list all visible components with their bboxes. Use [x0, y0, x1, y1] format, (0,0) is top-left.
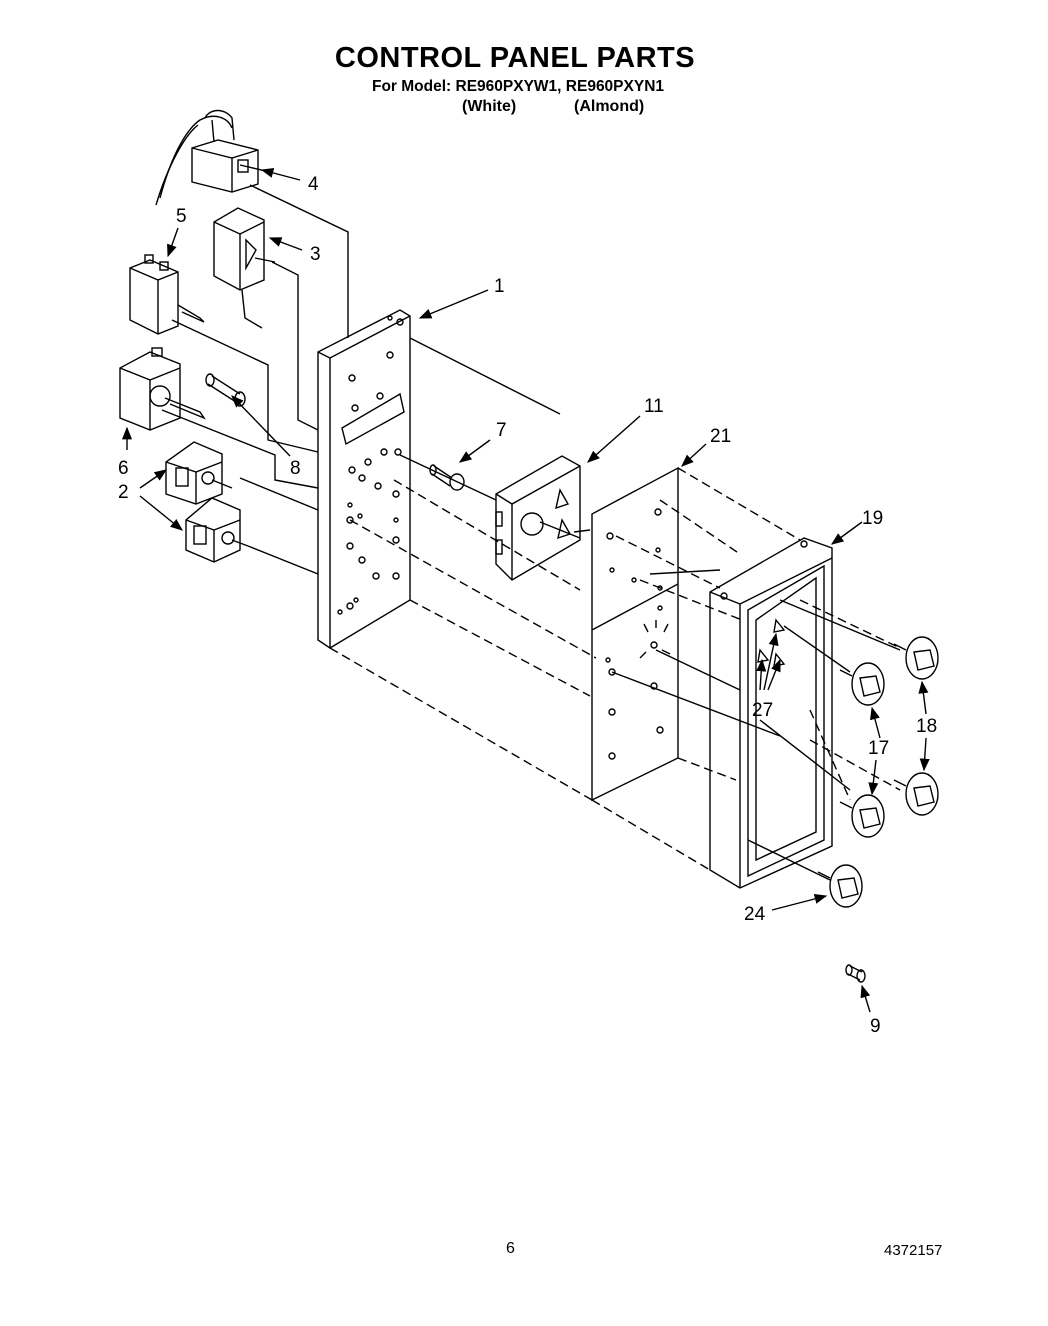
- callout-5: 5: [176, 206, 187, 227]
- callout-leaders: [121, 168, 930, 1013]
- page-number: 6: [506, 1240, 515, 1257]
- part-24-knob: [817, 864, 863, 908]
- callout-1: 1: [494, 276, 505, 297]
- part-1-control-panel: [317, 309, 411, 649]
- part-21-panel-overlay: [591, 466, 679, 802]
- callout-2: 2: [118, 482, 129, 503]
- page-title: CONTROL PANEL PARTS: [334, 42, 696, 74]
- callout-24: 24: [744, 904, 766, 925]
- callout-3: 3: [310, 244, 321, 265]
- callout-27: 27: [752, 700, 773, 721]
- part-17-knobs: [839, 662, 885, 838]
- part-4-switch: [191, 109, 271, 193]
- part-7-push-button: [429, 464, 465, 491]
- callout-21: 21: [710, 426, 731, 447]
- model-line: For Model: RE960PXYW1, RE960PXYN1: [372, 78, 665, 95]
- part-2-selector-switches: [165, 441, 249, 563]
- callout-8: 8: [290, 458, 301, 479]
- alignment-lines: [239, 337, 901, 881]
- callout-4: 4: [308, 174, 319, 195]
- dashed-alignment-lines: [329, 467, 901, 871]
- part-18-knobs: [893, 636, 939, 816]
- part-3-switch: [213, 207, 276, 291]
- part-19-frame: [709, 537, 833, 889]
- callout-19: 19: [862, 508, 883, 529]
- variant-white: (White): [462, 98, 517, 115]
- part-11-switch-module: [495, 455, 581, 581]
- callout-11: 11: [644, 396, 664, 417]
- part-8-sleeve: [205, 373, 246, 407]
- callout-7: 7: [496, 420, 507, 441]
- variant-almond: (Almond): [574, 98, 645, 115]
- callout-18: 18: [916, 716, 937, 737]
- callout-6: 6: [118, 458, 129, 479]
- part-9-plug: [845, 964, 866, 983]
- document-number: 4372157: [884, 1242, 943, 1259]
- part-6-timer: [119, 347, 206, 431]
- callout-9: 9: [870, 1016, 881, 1037]
- callout-17: 17: [868, 738, 889, 759]
- part-5-switch: [129, 254, 205, 335]
- wire-harness: [155, 115, 349, 489]
